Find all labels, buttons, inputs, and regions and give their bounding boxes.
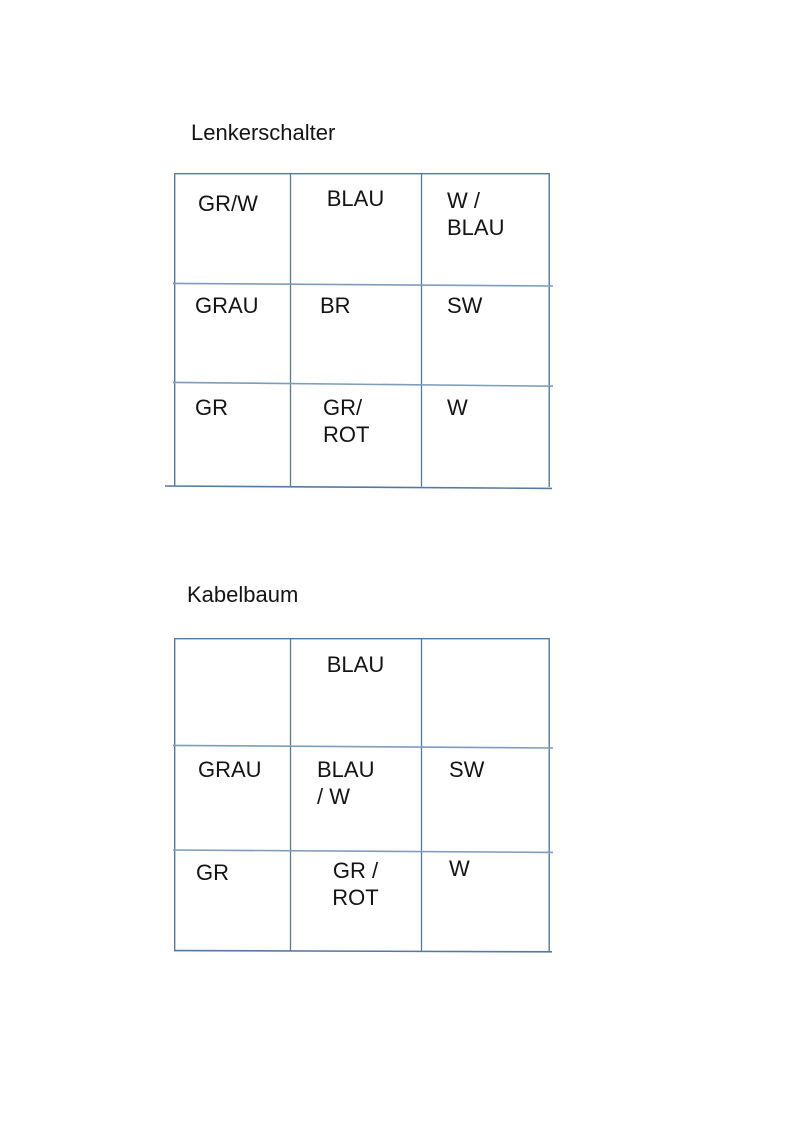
table-row-divider (172, 381, 554, 387)
table-cell: W (449, 856, 470, 881)
table-row-divider (172, 744, 554, 749)
table-border-bottom (173, 949, 553, 953)
table-row-divider (172, 282, 554, 287)
table-cell: GR/W (198, 191, 258, 216)
section-title-lenkerschalter: Lenkerschalter (191, 120, 336, 145)
table-cell: W (447, 395, 468, 420)
table-border-bottom (164, 485, 553, 490)
table-cell: GR / ROT (332, 858, 379, 910)
table-cell: GR (196, 860, 229, 885)
table-cell: GRAU (195, 293, 259, 318)
table-cell: BLAU / W (317, 757, 375, 809)
table-grid-lines (164, 172, 554, 490)
table-cell: SW (449, 757, 485, 782)
kabelbaum-table: BLAU GRAU BLAU / W SW GR GR / ROT W (172, 637, 560, 958)
lenkerschalter-table: GR/W BLAU W / BLAU GRAU BR SW GR GR/ ROT… (164, 172, 560, 493)
table-grid-lines (172, 637, 554, 953)
section-title-kabelbaum: Kabelbaum (187, 582, 299, 607)
table-cell: BLAU (326, 652, 385, 677)
table-cell: SW (447, 293, 483, 318)
table-cell: W / BLAU (447, 188, 505, 240)
table-cell: BLAU (326, 186, 385, 211)
table-row-divider (172, 849, 554, 854)
table-cell: BR (320, 293, 351, 318)
table-cell: GR/ ROT (323, 395, 370, 447)
table-cell: GRAU (198, 757, 262, 782)
table-cell: GR (195, 395, 228, 420)
